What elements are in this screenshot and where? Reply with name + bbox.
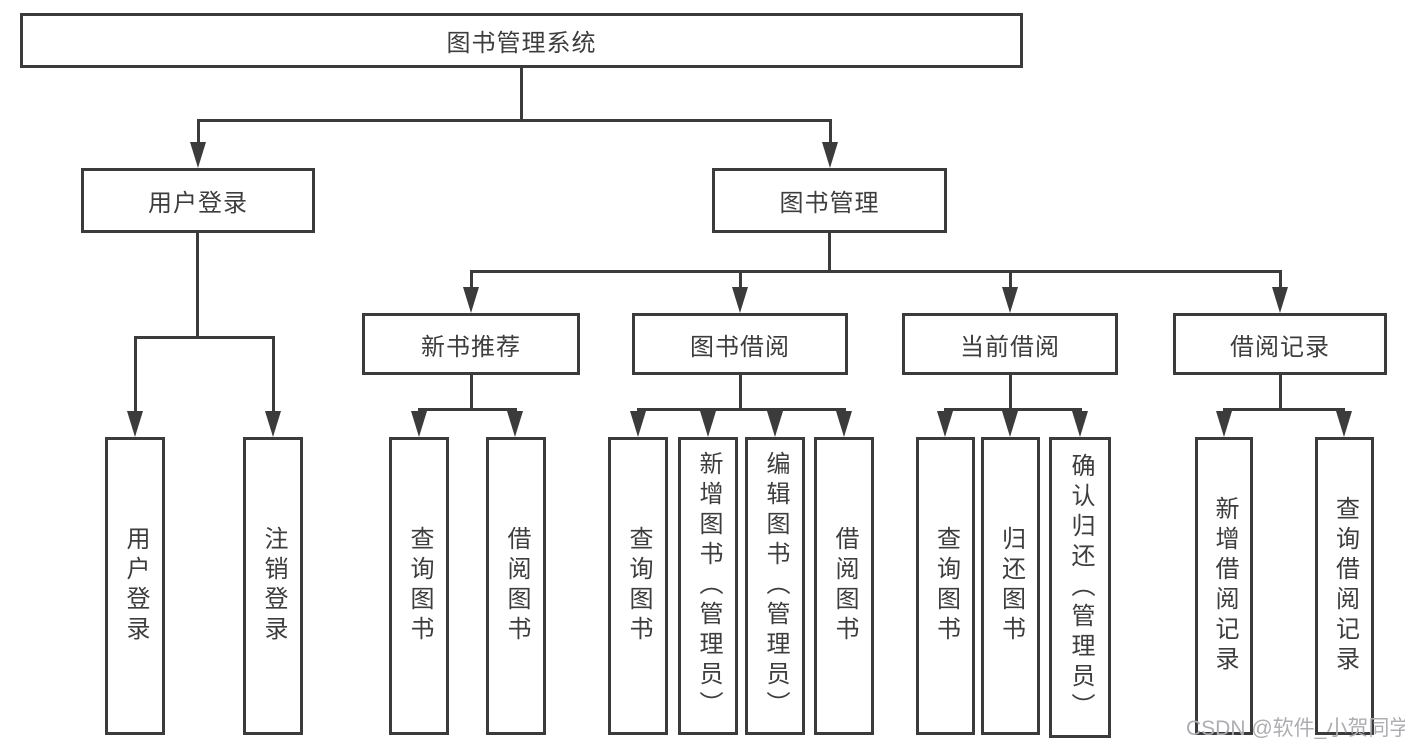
node-label: 借阅记录 [1230, 333, 1330, 361]
node-book-management: 图书管理 [712, 168, 947, 233]
arrowhead-down-icon [700, 411, 716, 437]
connector-line [520, 68, 523, 121]
arrowhead-down-icon [190, 142, 206, 168]
node-borrow-records: 借阅记录 [1173, 313, 1387, 375]
node-label: 新增借阅记录 [1211, 496, 1238, 676]
node-new-book-recommend: 新书推荐 [362, 313, 580, 375]
node-leaf-nb-query-books: 查询图书 [389, 437, 449, 735]
connector-line [1009, 270, 1012, 292]
connector-line [470, 270, 1282, 273]
node-leaf-br-query-record: 查询借阅记录 [1315, 437, 1374, 735]
node-leaf-cb-return-books: 归还图书 [981, 437, 1040, 735]
arrowhead-down-icon [1072, 411, 1088, 437]
connector-line [134, 336, 137, 416]
connector-line [134, 336, 275, 339]
node-label: 图书管理系统 [446, 30, 597, 57]
connector-line [1223, 408, 1345, 411]
node-book-borrowing: 图书借阅 [632, 313, 848, 375]
connector-line [196, 233, 199, 339]
arrowhead-down-icon [836, 411, 852, 437]
node-leaf-br-add-record: 新增借阅记录 [1195, 437, 1253, 735]
node-label: 借阅图书 [831, 526, 858, 646]
node-label: 编辑图书（管理员） [762, 451, 789, 721]
node-leaf-cb-confirm-return-admin: 确认归还（管理员） [1049, 437, 1111, 738]
arrowhead-down-icon [265, 411, 281, 437]
node-label: 确认归还（管理员） [1067, 452, 1094, 723]
node-leaf-bb-add-books-admin: 新增图书（管理员） [678, 437, 738, 735]
connector-line [829, 119, 832, 147]
arrowhead-down-icon [822, 142, 838, 168]
node-label: 新增图书（管理员） [695, 451, 722, 721]
node-leaf-bb-borrow-books: 借阅图书 [814, 437, 874, 735]
connector-line [1279, 375, 1282, 411]
connector-line [944, 408, 1082, 411]
connector-line [1279, 270, 1282, 292]
connector-line [637, 408, 846, 411]
node-leaf-user-login: 用户登录 [105, 437, 165, 735]
arrowhead-down-icon [1002, 411, 1018, 437]
node-label: 借阅图书 [503, 526, 530, 646]
node-label: 查询图书 [406, 526, 433, 646]
arrowhead-down-icon [1336, 411, 1352, 437]
node-label: 注销登录 [260, 526, 287, 646]
node-user-login: 用户登录 [81, 168, 315, 233]
node-label: 图书管理 [779, 190, 880, 217]
arrowhead-down-icon [507, 411, 523, 437]
arrowhead-down-icon [1272, 287, 1288, 313]
arrowhead-down-icon [630, 411, 646, 437]
node-root: 图书管理系统 [20, 13, 1023, 68]
connector-line [739, 270, 742, 292]
connector-line [739, 375, 742, 411]
connector-line [197, 119, 200, 147]
connector-line [470, 270, 473, 292]
node-label: 归还图书 [997, 526, 1025, 646]
node-leaf-logout: 注销登录 [243, 437, 303, 735]
arrowhead-down-icon [1002, 287, 1018, 313]
node-label: 查询图书 [932, 526, 960, 646]
arrowhead-down-icon [767, 411, 783, 437]
node-label: 查询借阅记录 [1331, 496, 1359, 676]
node-leaf-bb-edit-books-admin: 编辑图书（管理员） [745, 437, 805, 735]
node-current-borrowing: 当前借阅 [902, 313, 1118, 375]
arrowhead-down-icon [937, 411, 953, 437]
node-label: 用户登录 [122, 526, 149, 646]
connector-line [418, 408, 517, 411]
node-label: 新书推荐 [421, 333, 521, 361]
connector-line [1009, 375, 1012, 411]
node-label: 当前借阅 [960, 333, 1060, 361]
node-label: 图书借阅 [690, 333, 790, 361]
node-leaf-cb-query-books: 查询图书 [916, 437, 975, 735]
node-label: 查询图书 [625, 526, 652, 646]
arrowhead-down-icon [1216, 411, 1232, 437]
arrowhead-down-icon [411, 411, 427, 437]
node-leaf-bb-query-books: 查询图书 [608, 437, 668, 735]
arrowhead-down-icon [127, 411, 143, 437]
csdn-watermark: CSDN @软件_小贺同学 [1186, 717, 1405, 740]
connector-line [828, 233, 831, 273]
connector-line [272, 336, 275, 416]
node-label: 用户登录 [148, 190, 248, 217]
arrowhead-down-icon [463, 287, 479, 313]
arrowhead-down-icon [732, 287, 748, 313]
connector-line [470, 375, 473, 411]
connector-line [197, 119, 832, 122]
node-leaf-nb-borrow-books: 借阅图书 [486, 437, 546, 735]
